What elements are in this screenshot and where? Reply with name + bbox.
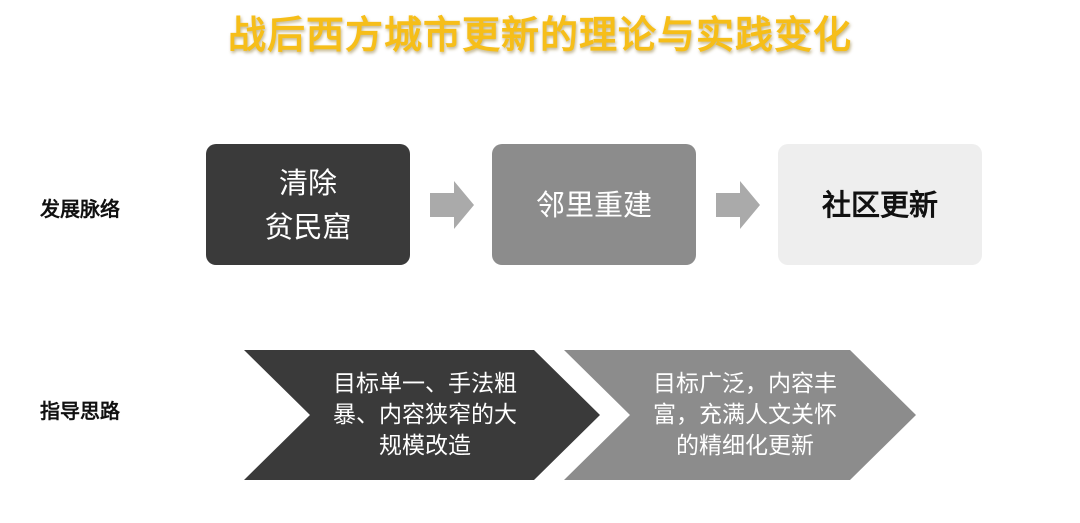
stage-box-slum-clearance: 清除 贫民窟: [206, 144, 410, 265]
approach-line: 暴、内容狭窄的大: [333, 401, 517, 428]
page-title: 战后西方城市更新的理论与实践变化: [227, 13, 852, 57]
approach-line: 目标单一、手法粗: [333, 370, 517, 397]
right-arrow-icon: [716, 181, 760, 229]
stage-box-line: 邻里重建: [535, 187, 652, 222]
approach-line: 规模改造: [379, 432, 471, 459]
row-label-development: 发展脉络: [40, 197, 120, 221]
approach-line: 富，充满人文关怀: [653, 401, 837, 428]
chevron-shape-late: [564, 350, 916, 480]
stage-box-community-renewal: 社区更新: [778, 144, 982, 265]
right-arrow-icon: [430, 181, 474, 229]
stage-box-line: 清除: [278, 165, 337, 200]
row-label-guidance: 指导思路: [40, 399, 120, 423]
approach-text-late: 目标广泛，内容丰 富，充满人文关怀 的精细化更新: [620, 350, 870, 480]
chevron-shape-early: [244, 350, 600, 480]
stage-box-neighborhood-rebuild: 邻里重建: [492, 144, 696, 265]
stage-box-line: 社区更新: [821, 187, 938, 222]
approach-text-early: 目标单一、手法粗 暴、内容狭窄的大 规模改造: [300, 350, 550, 480]
approach-line: 目标广泛，内容丰: [653, 370, 837, 397]
approach-line: 的精细化更新: [676, 432, 814, 459]
stage-box-line: 贫民窟: [264, 209, 352, 244]
